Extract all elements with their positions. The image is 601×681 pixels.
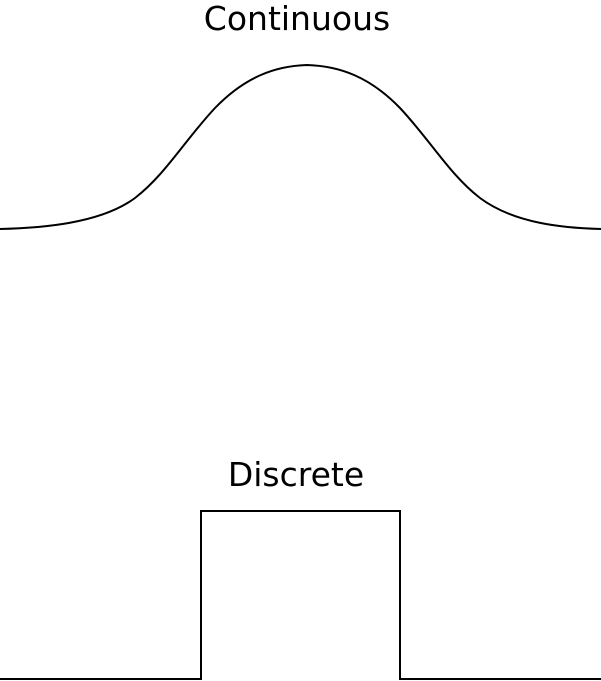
continuous-title: Continuous bbox=[203, 0, 391, 38]
discrete-title: Discrete bbox=[227, 455, 365, 494]
discrete-pulse bbox=[0, 510, 601, 680]
continuous-curve bbox=[0, 63, 601, 230]
